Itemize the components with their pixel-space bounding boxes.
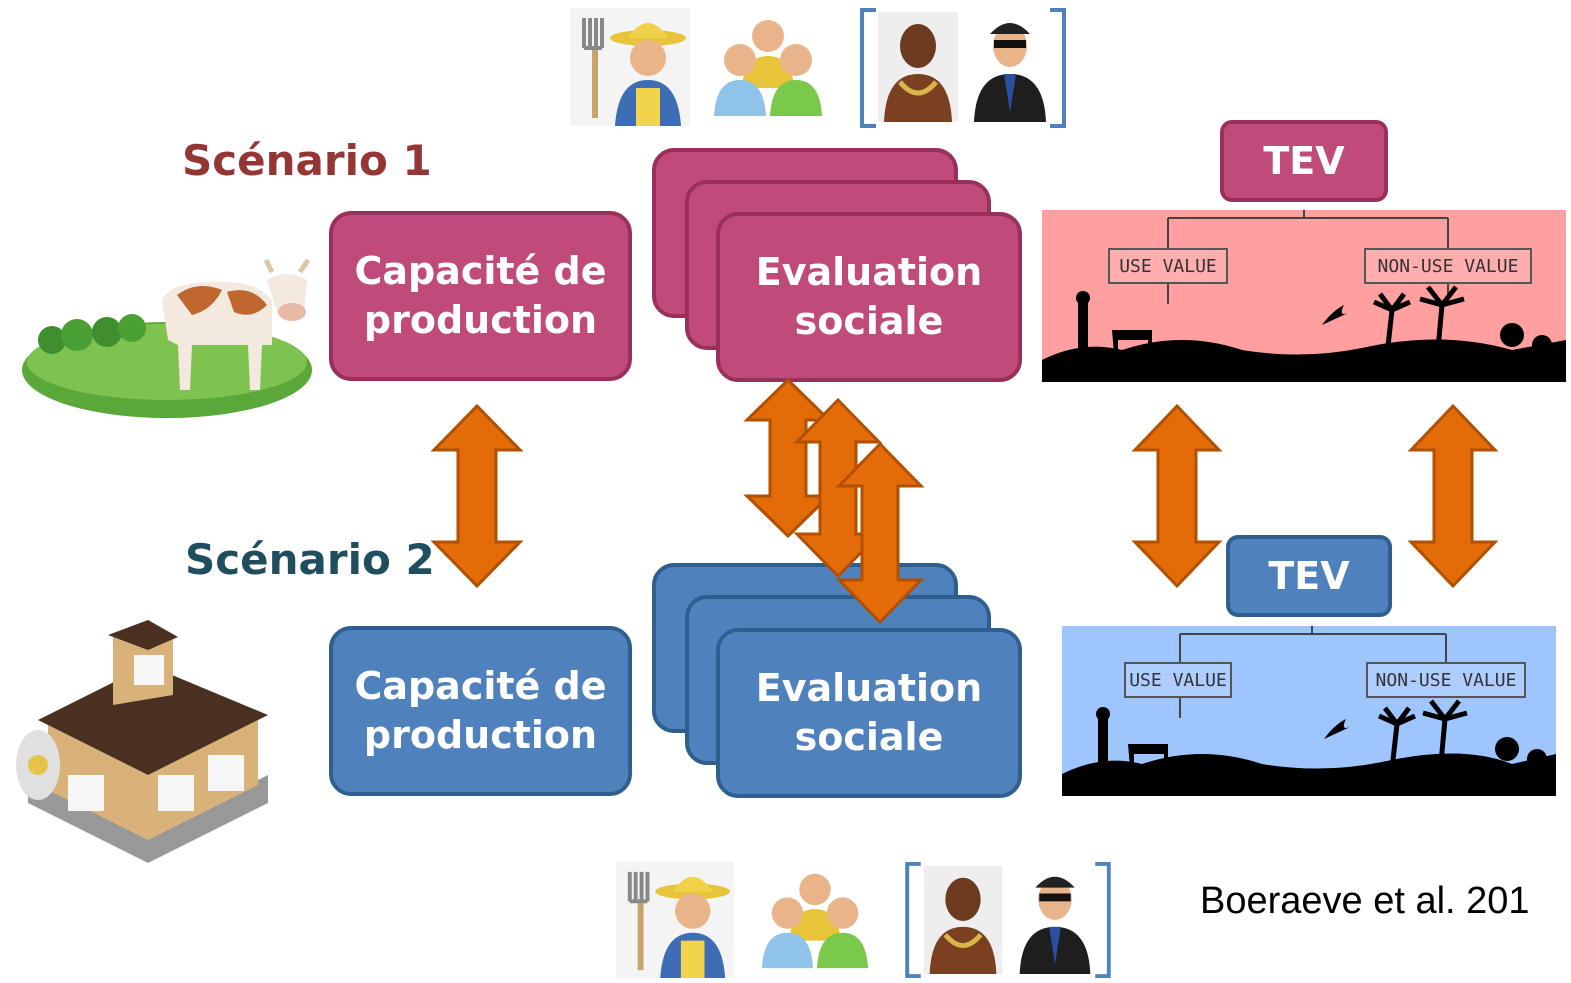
indigenous-person-icon <box>878 12 958 122</box>
tev-landscape-scenario-1: USE VALUE NON-USE VALUE <box>1042 210 1566 382</box>
tev-landscape-scenario-2: USE VALUE NON-USE VALUE <box>1062 626 1556 796</box>
cow-icon <box>22 258 312 418</box>
farmer-icon <box>570 8 690 126</box>
dairy-barn-icon <box>16 620 268 863</box>
non-use-value-box: NON-USE VALUE <box>1366 662 1526 698</box>
production-capacity-box-scenario-1: Capacité de production <box>329 211 632 381</box>
use-value-box: USE VALUE <box>1108 248 1228 284</box>
production-capacity-label: Capacité de production <box>354 663 607 757</box>
bracket-left <box>905 862 921 978</box>
production-capacity-box-scenario-2: Capacité de production <box>329 626 632 796</box>
double-arrow-evaluation-2 <box>793 397 883 579</box>
bracket-right <box>1050 8 1066 128</box>
farmer-icon <box>616 862 734 978</box>
scenario-2-label: Scénario 2 <box>185 535 435 584</box>
tev-tree-lines <box>1062 626 1556 796</box>
businessman-icon <box>974 23 1046 122</box>
social-evaluation-label: Evaluation sociale <box>755 665 983 759</box>
double-arrow-evaluation-3 <box>835 441 925 625</box>
tev-box-scenario-2: TEV <box>1226 535 1392 617</box>
double-arrow-production <box>430 403 524 589</box>
businessman-icon <box>1019 876 1091 974</box>
group-icon <box>714 20 822 116</box>
social-evaluation-label: Evaluation sociale <box>755 249 983 343</box>
stakeholders-bottom <box>615 862 1115 980</box>
double-arrow-evaluation-1 <box>743 377 833 539</box>
production-capacity-label: Capacité de production <box>354 248 607 342</box>
social-evaluation-box-scenario-2: Evaluation sociale <box>716 628 1022 798</box>
citation: Boeraeve et al. 201 <box>1200 880 1530 922</box>
bracket-right <box>1095 862 1111 978</box>
non-use-value-box: NON-USE VALUE <box>1364 248 1532 284</box>
social-evaluation-box-scenario-1: Evaluation sociale <box>716 212 1022 382</box>
indigenous-person-icon <box>923 866 1003 974</box>
double-arrow-tev-left <box>1131 403 1223 589</box>
stakeholders-top <box>570 8 1070 128</box>
scenario-1-label: Scénario 1 <box>182 136 432 185</box>
use-value-box: USE VALUE <box>1124 662 1232 698</box>
tev-box-scenario-1: TEV <box>1220 120 1388 202</box>
group-icon <box>761 873 869 969</box>
citation-clip: Boeraeve et al. 201 <box>1200 880 1571 936</box>
tev-tree-lines <box>1042 210 1566 382</box>
bracket-left <box>860 8 876 128</box>
double-arrow-tev-right <box>1407 403 1499 589</box>
